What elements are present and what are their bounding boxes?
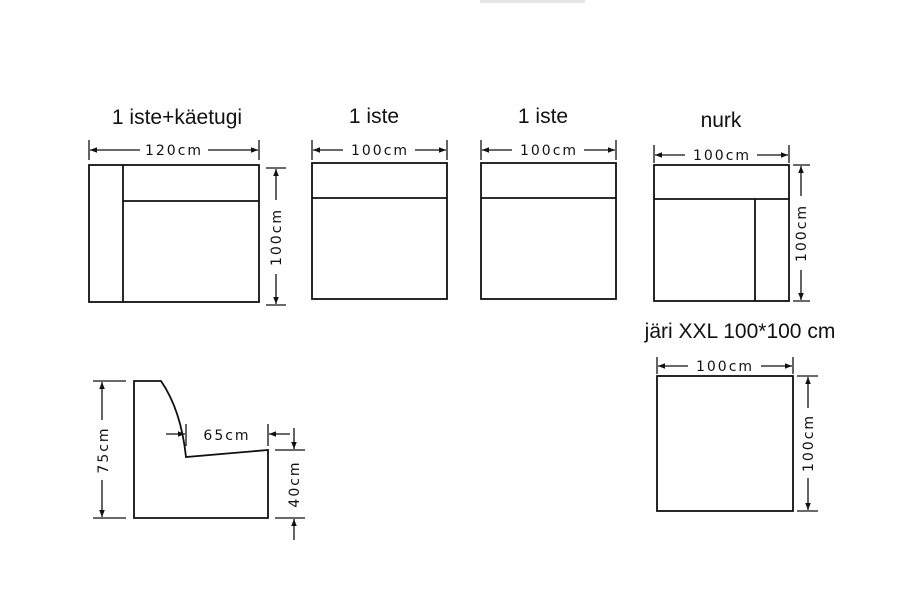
module-seat-2: 1 iste 100cm [480,105,617,300]
module-title: nurk [701,109,742,132]
seat-depth-dimension: 65cm [203,428,250,444]
module-title: järi XXL 100*100 cm [644,320,836,343]
width-dimension: 100cm [351,143,409,159]
depth-dimension: 100cm [269,208,285,266]
depth-dimension: 100cm [801,414,817,472]
module-corner: nurk 100cm 100cm [653,109,810,302]
width-dimension: 100cm [693,148,751,164]
module-title: 1 iste [349,105,399,128]
module-armrest-seat: 1 iste+käetugi 120cm 100cm [88,106,286,306]
side-profile-view: 75cm 65cm 40cm [93,380,305,540]
module-ottoman: järi XXL 100*100 cm 100cm 100cm [644,320,836,512]
module-title: 1 iste [518,105,568,128]
seat-height-dimension: 40cm [287,460,303,507]
width-dimension: 120cm [145,143,203,159]
height-dimension: 75cm [96,426,112,473]
top-scroll-strip [480,0,585,3]
width-dimension: 100cm [520,143,578,159]
module-title: 1 iste+käetugi [112,106,242,129]
width-dimension: 100cm [696,359,754,375]
module-seat-1: 1 iste 100cm [311,105,448,300]
depth-dimension: 100cm [794,204,810,262]
